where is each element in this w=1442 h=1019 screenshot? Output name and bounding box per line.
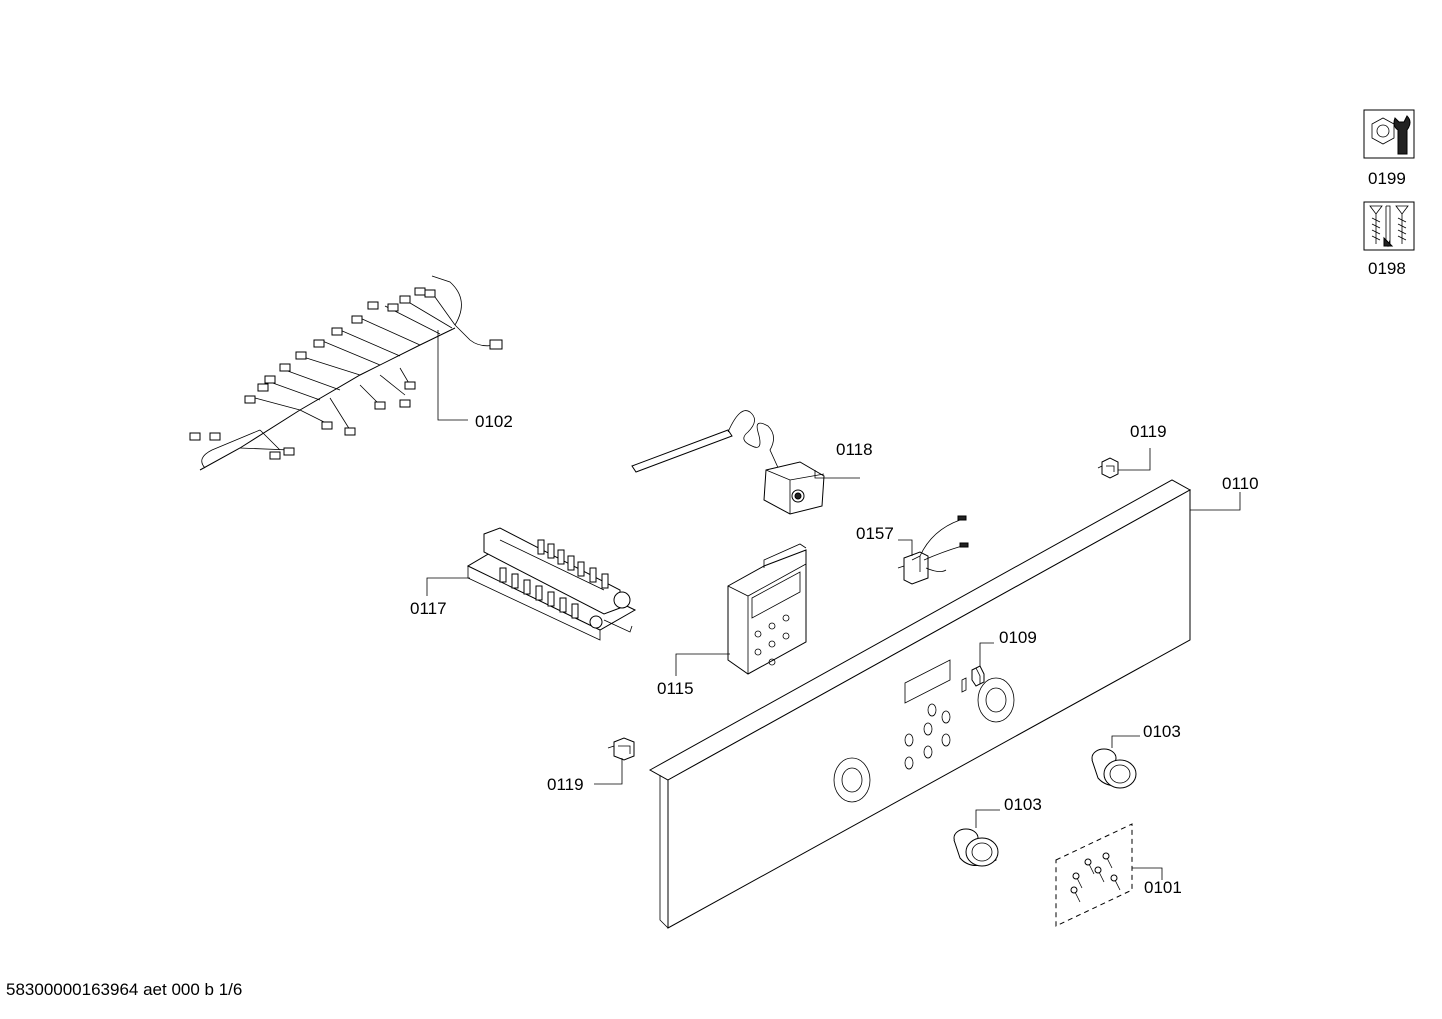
screw-set	[1055, 823, 1133, 927]
label-0109: 0109	[999, 628, 1037, 647]
selector-switch	[466, 527, 637, 641]
label-0118: 0118	[836, 440, 873, 459]
label-0157: 0157	[856, 524, 894, 543]
wiring-harness	[189, 275, 503, 471]
label-0119-bottom: 0119	[547, 775, 584, 794]
clock-module	[727, 543, 807, 675]
knob-left	[953, 828, 999, 867]
thermostat	[631, 410, 825, 515]
label-0103-right: 0103	[1143, 722, 1181, 741]
clip-top	[1097, 457, 1119, 479]
wrench-nut-icon	[1363, 109, 1415, 159]
clip-bottom	[607, 737, 635, 761]
door-switch	[897, 515, 969, 585]
control-panel	[648, 479, 1192, 929]
label-0101: 0101	[1144, 878, 1182, 897]
screws-icon	[1363, 201, 1415, 251]
label-0117: 0117	[410, 599, 447, 618]
label-0103-left: 0103	[1004, 795, 1042, 814]
light-guide	[971, 665, 985, 687]
document-id: 58300000163964 aet 000 b 1/6	[6, 980, 243, 999]
label-0119-top: 0119	[1130, 422, 1167, 441]
label-0199: 0199	[1368, 169, 1406, 188]
label-0102: 0102	[475, 412, 513, 431]
knob-right	[1091, 748, 1137, 789]
label-0110: 0110	[1222, 474, 1259, 493]
label-0198: 0198	[1368, 259, 1406, 278]
label-0115: 0115	[657, 679, 694, 698]
